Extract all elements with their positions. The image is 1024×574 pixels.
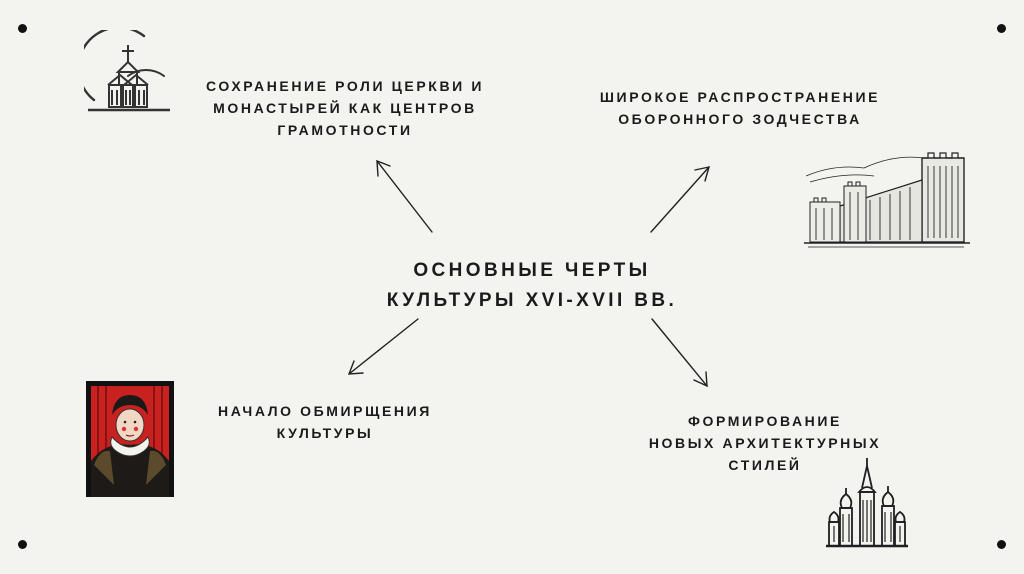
node-church-role-line-3: ГРАМОТНОСТИ xyxy=(277,122,413,138)
node-church-role: СОХРАНЕНИЕ РОЛИ ЦЕРКВИ И МОНАСТЫРЕЙ КАК … xyxy=(170,75,520,141)
arrow-to-secularization xyxy=(347,318,419,375)
node-church-role-line-2: МОНАСТЫРЕЙ КАК ЦЕНТРОВ xyxy=(213,100,477,116)
corner-dot-top-left xyxy=(18,24,27,33)
node-defense-line-1: ШИРОКОЕ РАСПРОСТРАНЕНИЕ xyxy=(599,89,881,105)
central-topic-line-1: ОСНОВНЫЕ ЧЕРТЫ xyxy=(413,260,651,281)
node-new-styles: ФОРМИРОВАНИЕ НОВЫХ АРХИТЕКТУРНЫХ СТИЛЕЙ xyxy=(610,410,920,476)
node-secularization-line-1: НАЧАЛО ОБМИРЩЕНИЯ xyxy=(218,403,432,419)
node-new-styles-line-3: СТИЛЕЙ xyxy=(728,457,802,473)
node-church-role-line-1: СОХРАНЕНИЕ РОЛИ ЦЕРКВИ И xyxy=(206,78,484,94)
arrow-to-new-styles xyxy=(651,318,708,388)
fortress-icon xyxy=(804,152,970,248)
cathedral-icon xyxy=(826,458,908,548)
node-new-styles-line-2: НОВЫХ АРХИТЕКТУРНЫХ xyxy=(648,435,882,451)
node-secularization: НАЧАЛО ОБМИРЩЕНИЯ КУЛЬТУРЫ xyxy=(180,400,470,444)
corner-dot-bottom-left xyxy=(18,540,27,549)
corner-dot-top-right xyxy=(997,24,1006,33)
corner-dot-bottom-right xyxy=(997,540,1006,549)
node-new-styles-line-1: ФОРМИРОВАНИЕ xyxy=(688,413,842,429)
node-secularization-line-2: КУЛЬТУРЫ xyxy=(276,425,374,441)
central-topic: ОСНОВНЫЕ ЧЕРТЫ КУЛЬТУРЫ XVI-XVII ВВ. xyxy=(312,256,752,316)
church-icon xyxy=(84,30,170,112)
node-defense-line-2: ОБОРОННОГО ЗОДЧЕСТВА xyxy=(618,111,862,127)
arrow-to-church-role xyxy=(376,159,433,233)
central-topic-line-2: КУЛЬТУРЫ XVI-XVII ВВ. xyxy=(386,290,678,311)
portrait-icon xyxy=(86,381,174,497)
arrow-to-defense-architecture xyxy=(650,166,710,233)
node-defense-architecture: ШИРОКОЕ РАСПРОСТРАНЕНИЕ ОБОРОННОГО ЗОДЧЕ… xyxy=(560,86,920,130)
